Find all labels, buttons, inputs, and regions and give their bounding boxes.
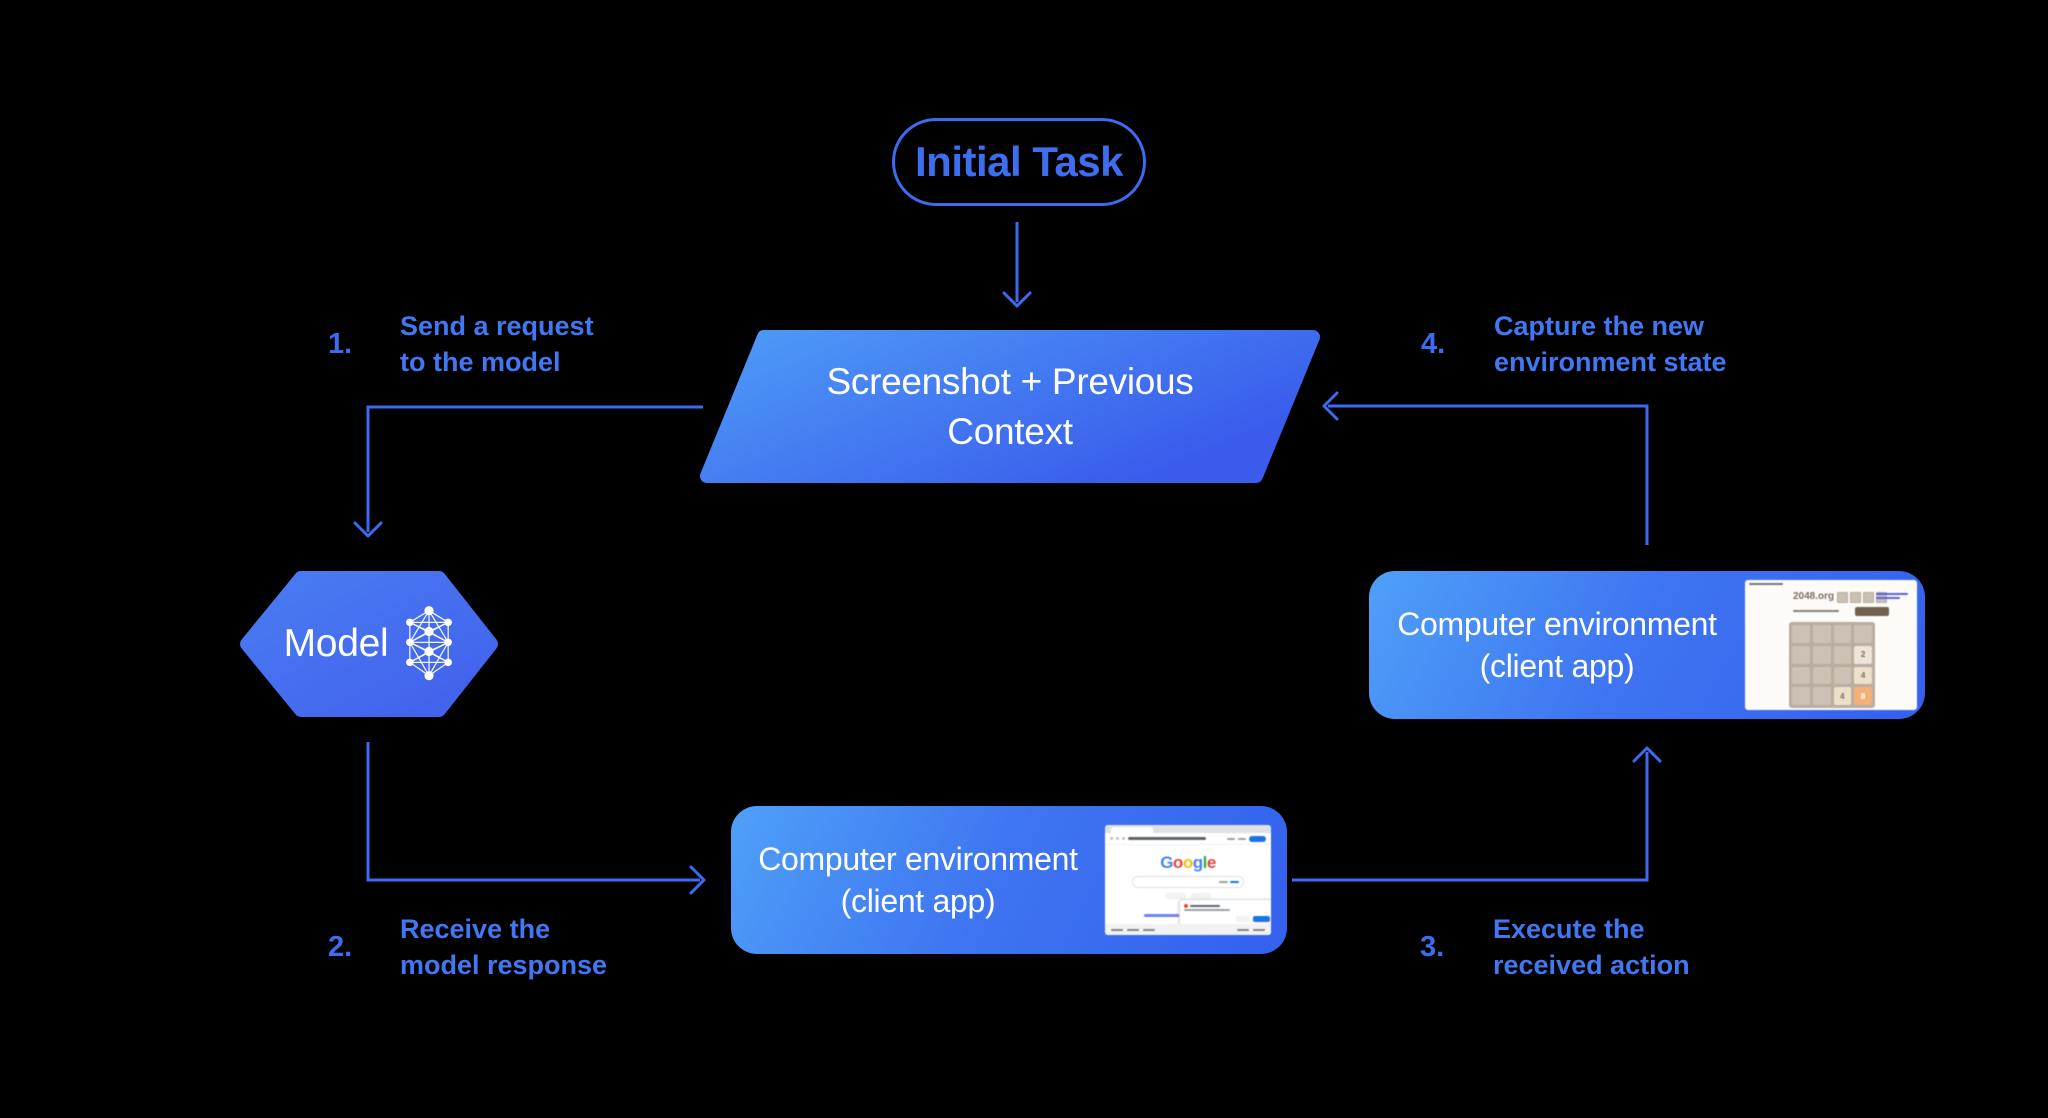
arrowhead-up-icon <box>1632 746 1662 763</box>
google-search-bar <box>1132 876 1244 888</box>
arrowhead-down-icon <box>1002 291 1032 308</box>
model-label: Model <box>283 622 389 665</box>
google-search-buttons <box>1105 893 1271 899</box>
new-game-button <box>1855 607 1889 616</box>
tile-4: 4 <box>1854 666 1872 685</box>
model-node: Model <box>232 563 506 725</box>
signin-button <box>1249 835 1266 842</box>
game-2048-subtitle-text <box>1793 610 1839 612</box>
context-label-line1: Screenshot + Previous <box>826 360 1194 402</box>
tile-4: 4 <box>1833 687 1852 705</box>
arrowhead-down-icon <box>353 521 383 538</box>
browser-url-bar <box>1105 833 1271 845</box>
env-bottom-label-line1: Computer environment <box>758 840 1078 877</box>
google-logo: Google <box>1160 853 1216 872</box>
computer-env-bottom-node: Computer environment (client app) Google <box>731 806 1287 954</box>
screenshot-context-node: Screenshot + Previous Context <box>690 320 1330 493</box>
arrow-env-to-env <box>1292 752 1649 882</box>
arrow-context-to-model <box>366 405 703 532</box>
initial-task-label: Initial Task <box>915 138 1123 185</box>
neural-network-icon <box>406 606 453 681</box>
step-4-number: 4. <box>1421 328 1446 360</box>
step-1-number: 1. <box>328 328 353 360</box>
initial-task-node: Initial Task <box>892 118 1146 206</box>
game-2048-title: 2048.org <box>1793 591 1835 602</box>
browser-tab-bar <box>1105 825 1271 833</box>
computer-env-right-node: Computer environment (client app) 2048.o… <box>1369 571 1925 719</box>
tile-8: 8 <box>1854 687 1872 705</box>
game-2048-screenshot-thumbnail: 2048.org 2 4 4 8 <box>1745 580 1917 710</box>
arrowhead-right-icon <box>689 865 706 895</box>
context-label-line2: Context <box>947 410 1073 452</box>
env-bottom-label-line2: (client app) <box>840 883 996 919</box>
arrow-env-to-context <box>1328 404 1649 545</box>
step-3-number: 3. <box>1420 931 1445 963</box>
arrowhead-left-icon <box>1322 391 1339 421</box>
env-right-label-line2: (client app) <box>1479 648 1635 684</box>
step-2-number: 2. <box>328 931 353 963</box>
arrow-model-to-env <box>366 742 700 882</box>
browser-chrome-bar <box>1749 583 1783 585</box>
env-right-label-line1: Computer environment <box>1397 605 1717 642</box>
google-screenshot-thumbnail: Google <box>1105 825 1271 935</box>
game-2048-grid: 2 4 4 8 <box>1789 622 1875 708</box>
google-footer <box>1105 924 1271 935</box>
game-2048-header-links <box>1876 593 1908 599</box>
parallelogram-shape <box>700 330 1320 483</box>
tile-2: 2 <box>1854 645 1872 664</box>
